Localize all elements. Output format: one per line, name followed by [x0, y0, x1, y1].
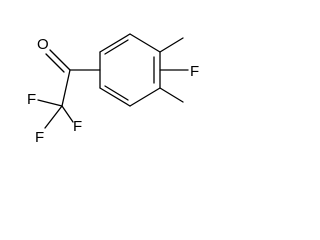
cf3-bond-left [37, 99, 63, 107]
ring-bond [129, 87, 161, 107]
ring-double-bond-inner [104, 39, 129, 55]
cf3-bond-right [61, 105, 74, 123]
ring-bond [99, 87, 131, 107]
methyl-bond-bottom [159, 87, 184, 103]
fluorine-cf3-left-label: F [27, 91, 36, 108]
methyl-bond-top [159, 37, 184, 53]
fluorine-cf3-right-label: F [73, 118, 82, 135]
ring-double-bond-inner [104, 85, 129, 101]
structure-canvas: O F F F F [0, 0, 228, 150]
chemical-structure-diagram: O F F F F [27, 33, 199, 146]
carbonyl-double-bond [45, 53, 65, 73]
fluorine-ring-label: F [190, 63, 199, 80]
ring-bond [99, 33, 131, 53]
fluorine-cf3-bottom-label: F [35, 129, 44, 146]
carbonyl-bond [49, 49, 71, 71]
bond-group [37, 33, 189, 129]
ring-bond [129, 33, 161, 53]
carbonyl-cf3-bond [61, 69, 71, 107]
cf3-bond-bottom [44, 105, 63, 129]
oxygen-label: O [37, 36, 49, 53]
